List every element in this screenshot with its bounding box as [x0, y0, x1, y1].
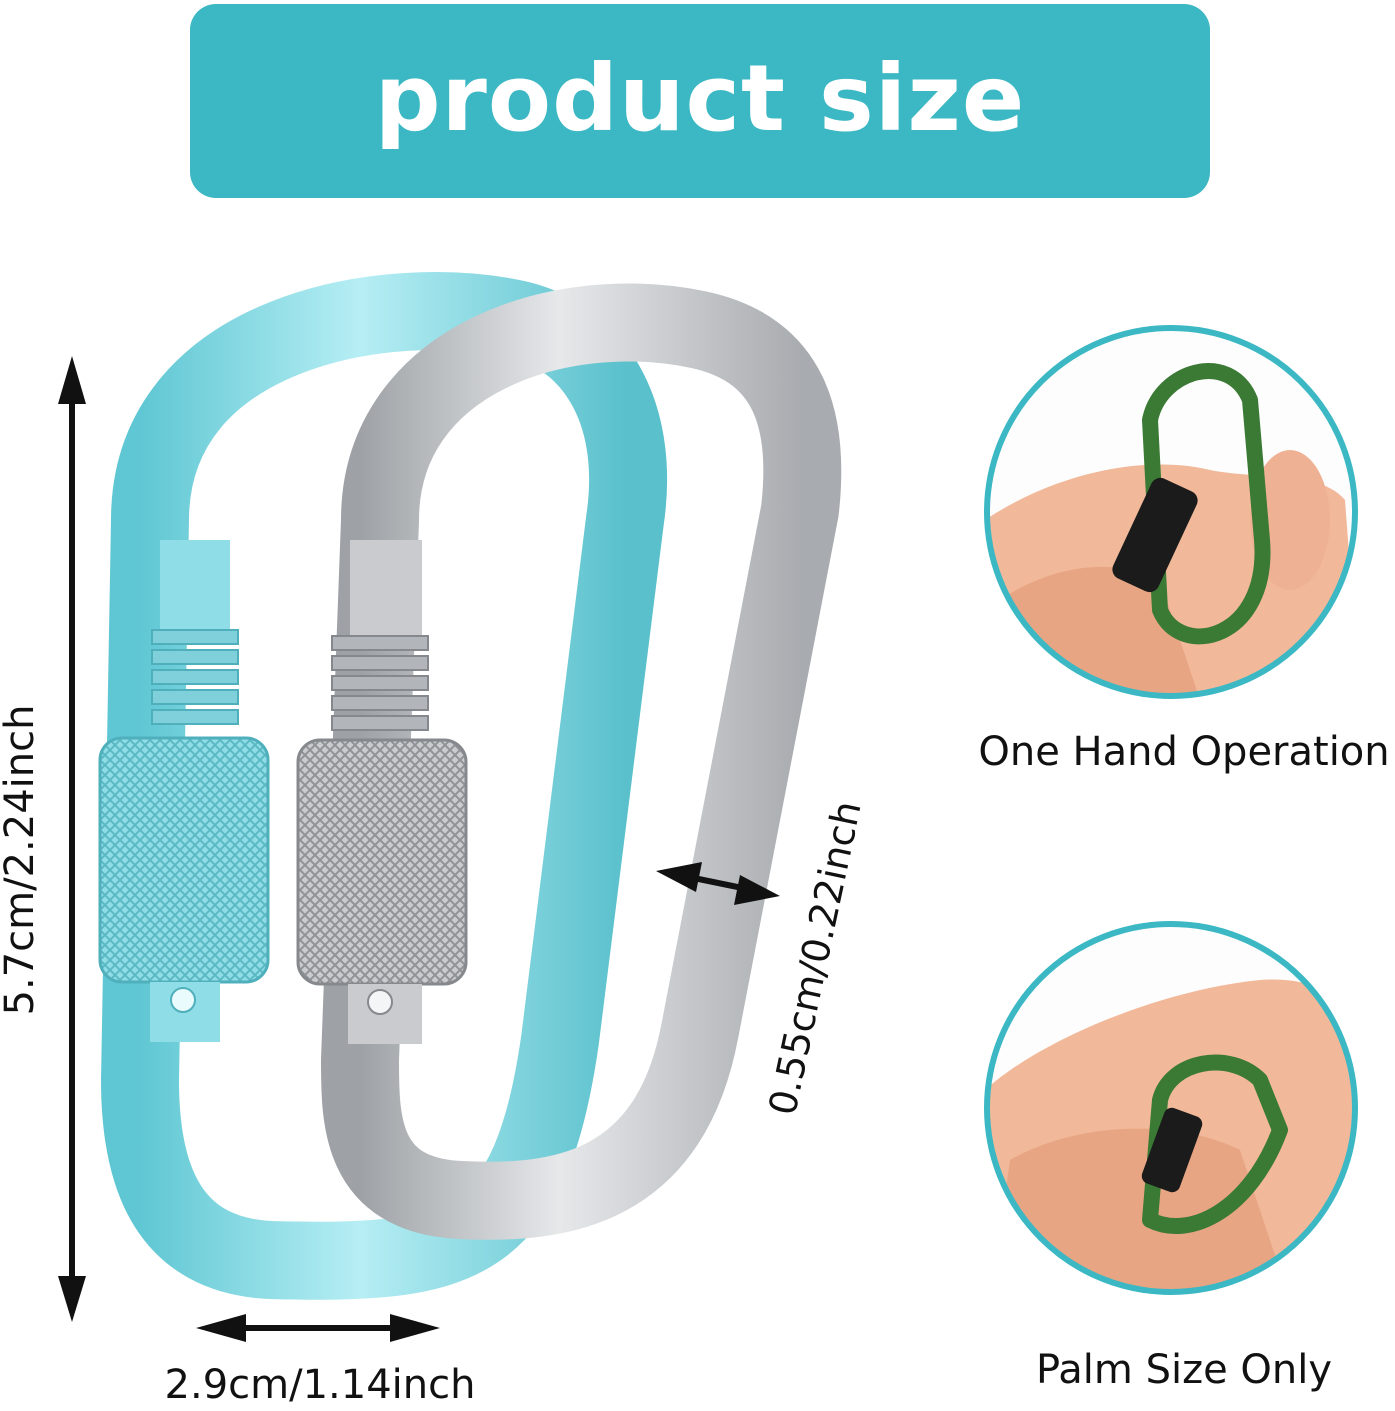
height-arrow — [58, 356, 86, 1322]
one-hand-photo — [984, 325, 1358, 699]
height-label: 5.7cm/2.24inch — [0, 704, 43, 1016]
palm-size-caption: Palm Size Only — [1035, 1347, 1333, 1393]
banner-title: product size — [374, 44, 1026, 152]
title-banner: product size — [190, 4, 1210, 198]
thickness-arrow — [656, 862, 780, 905]
width-label: 2.9cm/1.14inch — [164, 1362, 476, 1408]
one-hand-caption: One Hand Operation — [978, 729, 1390, 775]
palm-size-photo — [984, 921, 1358, 1295]
blue-carabiner — [98, 272, 668, 1300]
width-arrow — [196, 1314, 440, 1342]
silver-carabiner — [296, 283, 842, 1240]
